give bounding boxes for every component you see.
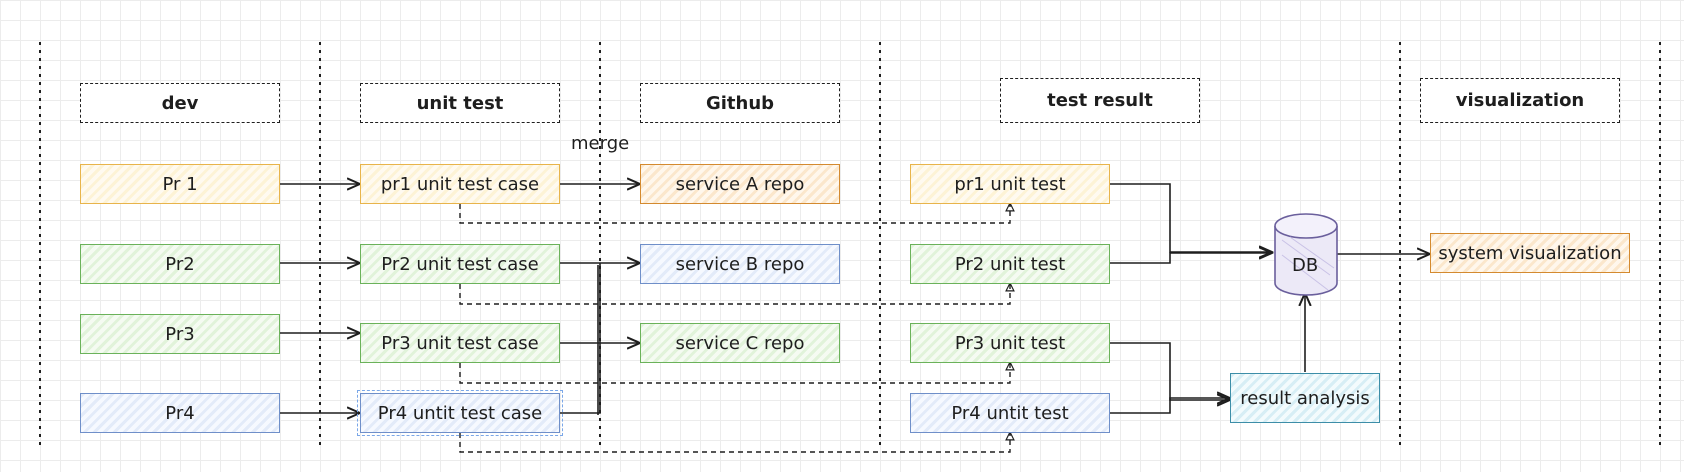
connector-pr2-result (1110, 253, 1272, 264)
unit-test-pr2[interactable]: Pr2 unit test case (360, 244, 560, 284)
db-cylinder[interactable] (1274, 213, 1338, 296)
connector-pr4-result (1110, 398, 1230, 414)
result-pr2[interactable]: Pr2 unit test (910, 244, 1110, 284)
result-pr1[interactable]: pr1 unit test (910, 164, 1110, 204)
header-unit-test: unit test (360, 83, 560, 123)
github-service-c[interactable]: service C repo (640, 323, 840, 363)
connector-pr3-result (1110, 342, 1230, 400)
header-test-result: test result (1000, 78, 1200, 123)
dashed-pr4-to-result (459, 433, 1010, 453)
db-label: DB (1292, 255, 1319, 276)
dev-pr1[interactable]: Pr 1 (80, 164, 280, 204)
dashed-pr3-to-result (459, 363, 1010, 384)
result-analysis[interactable]: result analysis (1230, 373, 1380, 423)
github-service-b[interactable]: service B repo (640, 244, 840, 284)
result-pr4[interactable]: Pr4 untit test (910, 393, 1110, 433)
connector-pr4-to-service-b (560, 263, 601, 414)
merge-label: merge (571, 133, 630, 154)
header-github: Github (640, 83, 840, 123)
connector-pr1-result (1110, 183, 1272, 252)
unit-test-pr4[interactable]: Pr4 untit test case (357, 390, 563, 436)
unit-test-pr3[interactable]: Pr3 unit test case (360, 323, 560, 363)
dev-pr2[interactable]: Pr2 (80, 244, 280, 284)
header-dev: dev (80, 83, 280, 123)
system-visualization[interactable]: system visualization (1430, 233, 1630, 273)
dashed-pr1-to-result (459, 204, 1010, 224)
dev-pr3[interactable]: Pr3 (80, 314, 280, 354)
dev-pr4[interactable]: Pr4 (80, 393, 280, 433)
dashed-pr2-to-result (459, 284, 1010, 305)
result-pr3[interactable]: Pr3 unit test (910, 323, 1110, 363)
github-service-a[interactable]: service A repo (640, 164, 840, 204)
header-visualization: visualization (1420, 78, 1620, 123)
unit-test-pr1[interactable]: pr1 unit test case (360, 164, 560, 204)
